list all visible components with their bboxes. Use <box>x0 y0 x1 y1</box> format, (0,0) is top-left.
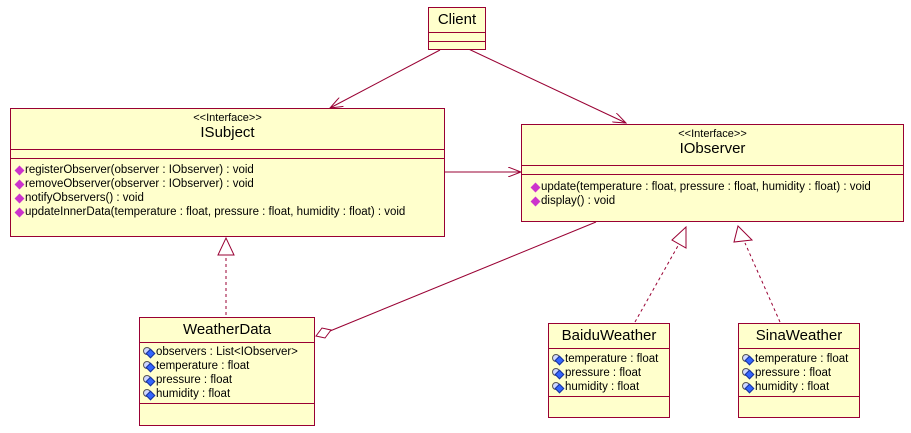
operation-row: display() : void <box>530 194 903 208</box>
realization-arrowhead-baidu <box>671 225 687 249</box>
attribute-row: pressure : float <box>552 366 669 380</box>
realization-sinaweather-iobserver <box>744 242 781 323</box>
operation-row: removeObserver(observer : IObserver) : v… <box>14 177 444 191</box>
attribute-signature: pressure : float <box>755 367 832 379</box>
operations-section <box>429 42 485 50</box>
attribute-row: humidity : float <box>143 387 314 401</box>
attribute-row: temperature : float <box>552 352 669 366</box>
operations-section: registerObserver(observer : IObserver) :… <box>11 159 444 219</box>
attributes-section: temperature : float pressure : float hum… <box>739 349 859 397</box>
private-attribute-icon <box>552 367 565 379</box>
attribute-row: temperature : float <box>143 359 314 373</box>
attribute-signature: temperature : float <box>156 360 250 372</box>
attributes-section: temperature : float pressure : float hum… <box>549 349 669 397</box>
class-header: <<Interface>> IObserver <box>522 125 903 166</box>
public-operation-icon <box>530 182 541 192</box>
operation-signature: notifyObservers() : void <box>25 192 144 204</box>
operation-signature: update(temperature : float, pressure : f… <box>541 181 871 193</box>
class-header: <<Interface>> ISubject <box>11 109 444 150</box>
attribute-signature: temperature : float <box>565 353 659 365</box>
class-isubject[interactable]: <<Interface>> ISubject registerObserver(… <box>10 108 445 237</box>
class-name: BaiduWeather <box>561 327 657 344</box>
class-name: WeatherData <box>182 321 272 338</box>
association-client-isubject <box>330 49 441 108</box>
operation-signature: display() : void <box>541 195 616 207</box>
operations-section: update(temperature : float, pressure : f… <box>522 175 903 208</box>
public-operation-icon <box>14 207 25 217</box>
stereotype-label: <<Interface>> <box>193 112 262 124</box>
attributes-section <box>429 33 485 42</box>
private-attribute-icon <box>742 381 755 393</box>
realization-arrowhead-isubject <box>217 236 235 256</box>
private-attribute-icon <box>143 388 156 400</box>
private-attribute-icon <box>143 346 156 358</box>
attribute-signature: pressure : float <box>156 374 233 386</box>
attribute-signature: temperature : float <box>755 353 849 365</box>
realization-baiduweather-iobserver <box>634 243 680 323</box>
operation-row: updateInnerData(temperature : float, pre… <box>14 205 444 219</box>
attributes-section <box>522 166 903 175</box>
class-header: Client <box>429 8 485 33</box>
aggregation-weatherdata-iobserver <box>329 221 597 332</box>
attributes-section <box>11 150 444 159</box>
attribute-row: humidity : float <box>552 380 669 394</box>
public-operation-icon <box>14 179 25 189</box>
public-operation-icon <box>14 165 25 175</box>
stereotype-label: <<Interface>> <box>678 128 747 140</box>
attribute-row: pressure : float <box>143 373 314 387</box>
public-operation-icon <box>14 193 25 203</box>
attribute-row: observers : List<IObserver> <box>143 345 314 359</box>
class-header: WeatherData <box>140 318 314 343</box>
class-iobserver[interactable]: <<Interface>> IObserver update(temperatu… <box>521 124 904 222</box>
operations-section <box>140 404 314 418</box>
attribute-row: pressure : float <box>742 366 859 380</box>
private-attribute-icon <box>143 374 156 386</box>
operation-signature: removeObserver(observer : IObserver) : v… <box>25 178 254 190</box>
attribute-signature: pressure : float <box>565 367 642 379</box>
attribute-signature: observers : List<IObserver> <box>156 346 298 358</box>
operation-signature: registerObserver(observer : IObserver) :… <box>25 164 254 176</box>
class-name: ISubject <box>200 124 255 141</box>
operation-row: notifyObservers() : void <box>14 191 444 205</box>
class-name: Client <box>437 11 477 28</box>
attribute-row: humidity : float <box>742 380 859 394</box>
attribute-signature: humidity : float <box>156 388 231 400</box>
class-client[interactable]: Client <box>428 7 486 50</box>
operation-signature: updateInnerData(temperature : float, pre… <box>25 206 406 218</box>
class-name: IObserver <box>679 140 746 157</box>
private-attribute-icon <box>143 360 156 372</box>
operations-section <box>549 397 669 411</box>
class-weatherdata[interactable]: WeatherData observers : List<IObserver> … <box>139 317 315 426</box>
public-operation-icon <box>530 196 541 206</box>
attribute-signature: humidity : float <box>565 381 640 393</box>
operation-row: registerObserver(observer : IObserver) :… <box>14 163 444 177</box>
class-header: SinaWeather <box>739 324 859 349</box>
attributes-section: observers : List<IObserver> temperature … <box>140 343 314 404</box>
class-sinaweather[interactable]: SinaWeather temperature : float pressure… <box>738 323 860 418</box>
class-header: BaiduWeather <box>549 324 669 349</box>
private-attribute-icon <box>552 381 565 393</box>
association-client-iobserver <box>459 44 626 123</box>
operation-row: update(temperature : float, pressure : f… <box>530 180 903 194</box>
class-name: SinaWeather <box>755 327 843 344</box>
realization-arrowhead-sina <box>733 225 754 243</box>
attribute-row: temperature : float <box>742 352 859 366</box>
private-attribute-icon <box>742 353 755 365</box>
attribute-signature: humidity : float <box>755 381 830 393</box>
operations-section <box>739 397 859 411</box>
aggregation-diamond <box>315 327 332 339</box>
class-baiduweather[interactable]: BaiduWeather temperature : float pressur… <box>548 323 670 418</box>
private-attribute-icon <box>552 353 565 365</box>
private-attribute-icon <box>742 367 755 379</box>
